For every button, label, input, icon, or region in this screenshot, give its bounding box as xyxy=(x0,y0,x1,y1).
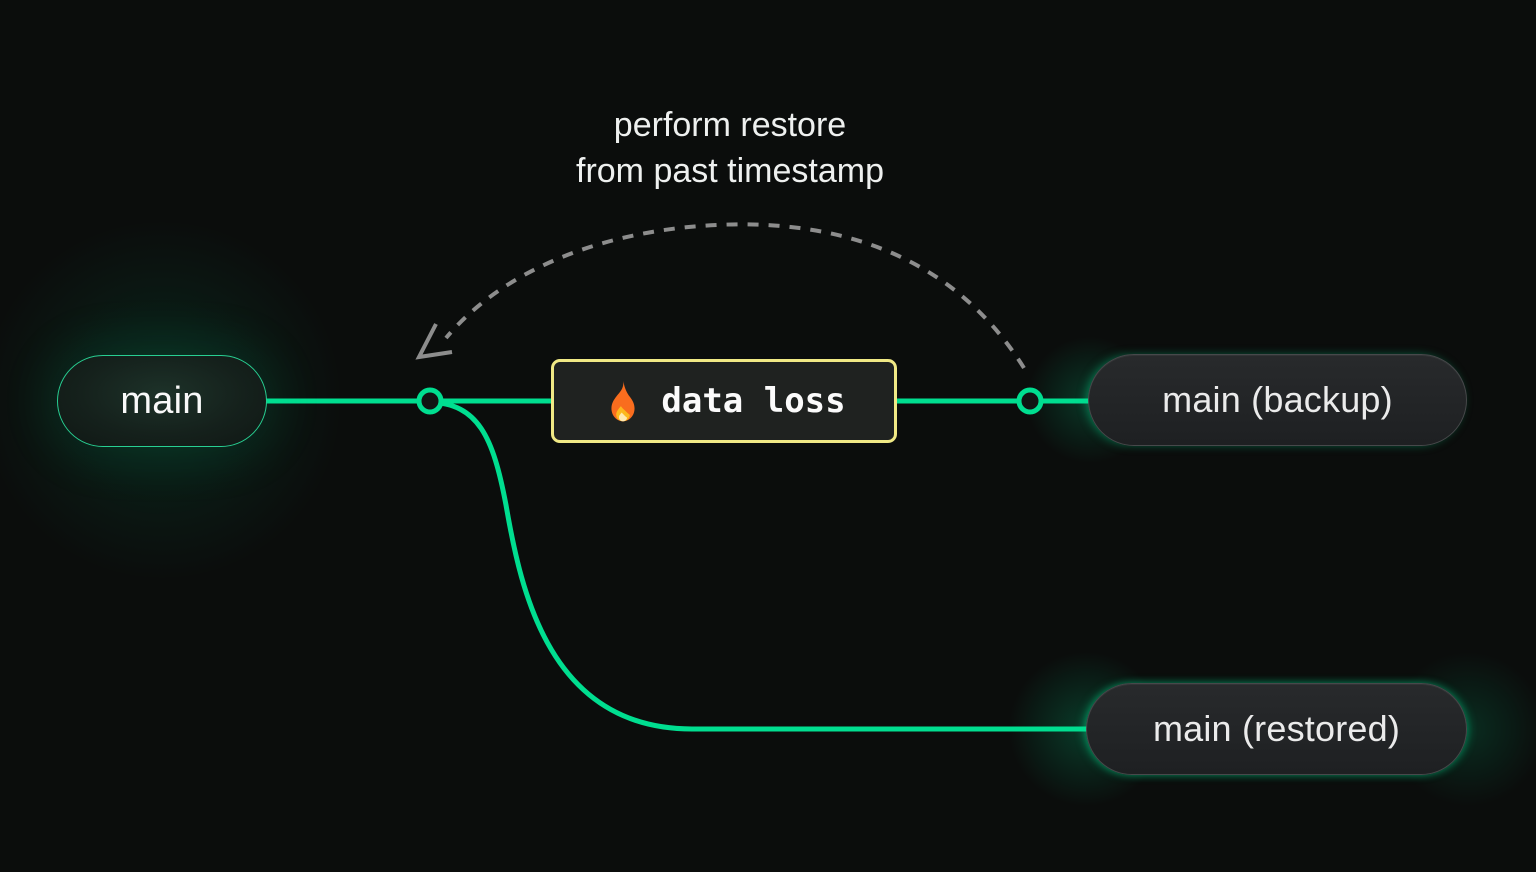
restore-annotation: perform restore from past timestamp xyxy=(380,102,1080,194)
branch-node-main: main xyxy=(57,355,267,447)
commit-node-left xyxy=(416,387,444,415)
restore-annotation-line2: from past timestamp xyxy=(576,152,884,190)
branch-node-restored: main (restored) xyxy=(1086,683,1467,775)
restore-annotation-line1: perform restore xyxy=(613,106,847,144)
branch-node-backup: main (backup) xyxy=(1088,354,1467,446)
branch-label-backup: main (backup) xyxy=(1162,379,1393,420)
data-loss-box: data loss xyxy=(551,359,897,443)
branch-label-restored: main (restored) xyxy=(1152,708,1401,749)
fire-icon xyxy=(611,379,635,422)
branch-line-restored xyxy=(427,399,1091,732)
data-loss-label: data loss xyxy=(661,381,846,421)
restore-arc xyxy=(444,222,1026,370)
commit-node-right xyxy=(1016,387,1044,415)
restore-arrowhead-icon xyxy=(415,323,453,360)
branch-label-main: main xyxy=(120,379,204,422)
